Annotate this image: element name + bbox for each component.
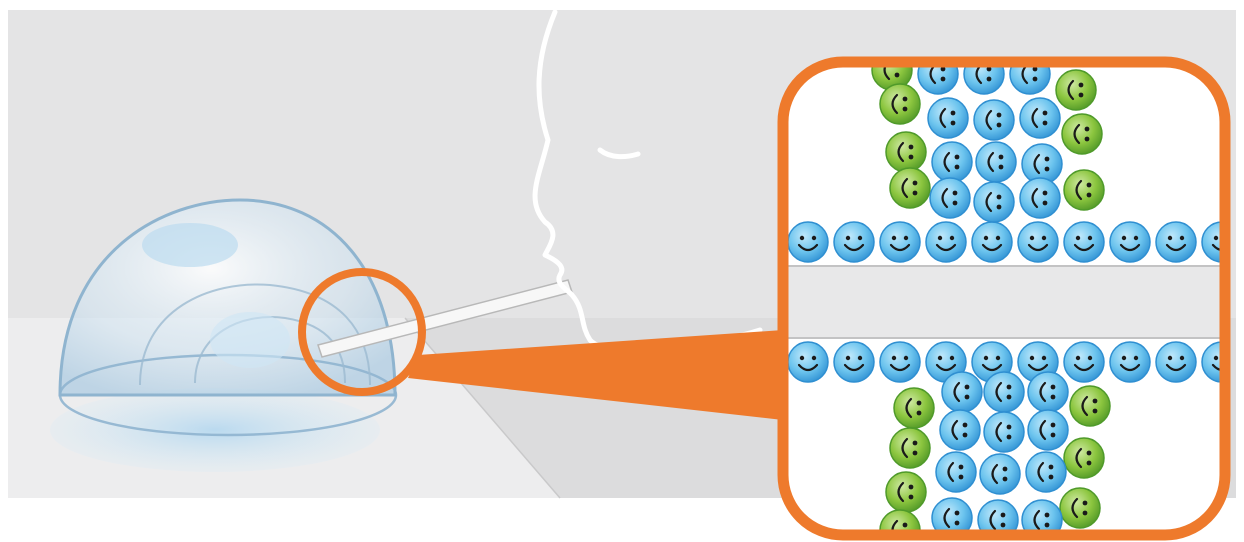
surfactant-molecule-bottom-row <box>1064 342 1104 382</box>
lower-green-molecule <box>890 428 930 468</box>
lower-blue-molecule <box>984 372 1024 412</box>
lower-green-molecule <box>894 388 934 428</box>
upper-blue-molecule <box>928 98 968 138</box>
lower-blue-molecule <box>980 454 1020 494</box>
surfactant-molecule-bottom-row <box>788 342 828 382</box>
upper-blue-molecule <box>932 142 972 182</box>
upper-blue-molecule <box>974 182 1014 222</box>
lower-blue-molecule <box>1028 410 1068 450</box>
lower-blue-molecule <box>940 410 980 450</box>
upper-green-molecule <box>1064 170 1104 210</box>
surfactant-molecule-top-row <box>1064 222 1104 262</box>
surfactant-molecule-top-row <box>1156 222 1196 262</box>
upper-blue-molecule <box>1020 98 1060 138</box>
lower-green-molecule <box>1060 488 1100 528</box>
bubble-inner-glow <box>210 312 290 368</box>
upper-green-molecule <box>1062 114 1102 154</box>
lower-green-molecule <box>1070 386 1110 426</box>
surfactant-molecule-top-row <box>880 222 920 262</box>
lower-green-molecule <box>886 472 926 512</box>
lower-green-molecule <box>1064 438 1104 478</box>
upper-green-molecule <box>1056 70 1096 110</box>
surfactant-molecule-bottom-row <box>834 342 874 382</box>
surfactant-molecule-bottom-row <box>1156 342 1196 382</box>
surfactant-molecule-top-row <box>834 222 874 262</box>
surfactant-molecule-bottom-row <box>1110 342 1150 382</box>
surfactant-molecule-top-row <box>972 222 1012 262</box>
upper-blue-molecule <box>1020 178 1060 218</box>
bubble-shadow <box>50 388 380 472</box>
lower-blue-molecule <box>936 452 976 492</box>
surfactant-molecule-top-row <box>926 222 966 262</box>
lower-blue-molecule <box>984 412 1024 452</box>
surfactant-molecule-bottom-row <box>880 342 920 382</box>
water-layer <box>783 266 1225 338</box>
bubble-highlight <box>142 223 238 267</box>
surfactant-molecule-top-row <box>788 222 828 262</box>
upper-blue-molecule <box>930 178 970 218</box>
upper-green-molecule <box>880 84 920 124</box>
upper-green-molecule <box>890 168 930 208</box>
lower-blue-molecule <box>1026 452 1066 492</box>
surfactant-molecule-top-row <box>1110 222 1150 262</box>
surfactant-molecule-top-row <box>1018 222 1058 262</box>
upper-blue-molecule <box>974 100 1014 140</box>
upper-green-molecule <box>886 132 926 172</box>
upper-blue-molecule <box>976 142 1016 182</box>
lower-blue-molecule <box>942 372 982 412</box>
lower-blue-molecule <box>1028 372 1068 412</box>
